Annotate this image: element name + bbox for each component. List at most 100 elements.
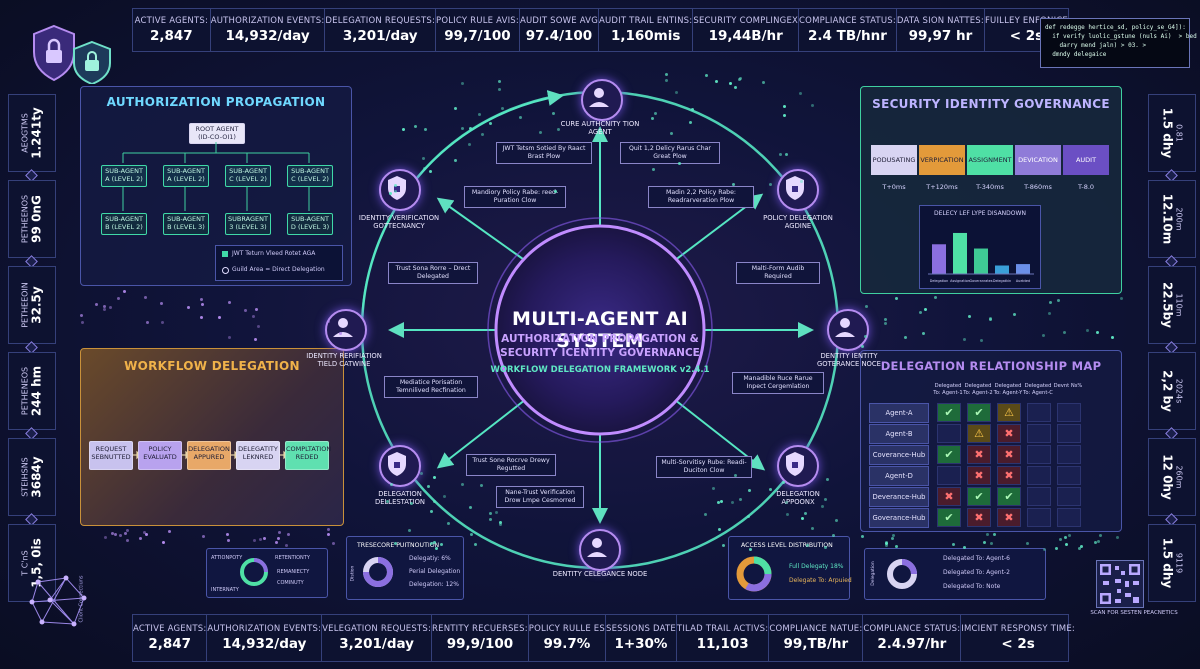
decorative-dot — [327, 528, 330, 531]
governance-stage[interactable]: ASSIGNMENT — [967, 145, 1013, 175]
map-cell[interactable] — [1027, 445, 1051, 464]
chart-title: DELECY LEF LYPE DISANDOWN — [934, 210, 1026, 217]
ring-node-label: IDENTITY VERIFICATION GOTTECNANCY — [358, 214, 440, 230]
decorative-dot — [729, 82, 732, 85]
map-cell[interactable] — [937, 424, 961, 443]
map-cell[interactable] — [1057, 403, 1081, 422]
ring-node[interactable] — [777, 169, 819, 211]
ring-node[interactable] — [325, 309, 367, 351]
map-cell[interactable]: ⚠ — [997, 403, 1021, 422]
map-cell[interactable]: ✖ — [967, 445, 991, 464]
sub-agent-node[interactable]: SUB-AGENT A (LEVEL 2) — [101, 165, 147, 187]
map-cell[interactable]: ✔ — [937, 403, 961, 422]
root-agent-node[interactable]: ROOT AGENT (ID-CO-OI1) — [189, 123, 245, 144]
map-cell[interactable]: ✖ — [937, 487, 961, 506]
map-cell[interactable]: ✔ — [997, 487, 1021, 506]
sub-agent-node[interactable]: SUB-AGENT A (LEVEL 2) — [163, 165, 209, 187]
map-cell[interactable]: ✖ — [997, 508, 1021, 527]
decorative-dot — [1078, 547, 1081, 550]
decorative-dot — [117, 297, 120, 300]
shield-icon — [786, 176, 804, 200]
decorative-dot — [769, 488, 772, 491]
decorative-dot — [201, 303, 204, 306]
ring-node[interactable] — [579, 529, 621, 571]
map-cell[interactable] — [1027, 403, 1051, 422]
map-cell[interactable] — [1027, 466, 1051, 485]
top_stats-value: 3,201/day — [342, 28, 418, 44]
bottom_stats-label: IMCIENT RESPONSY TIME: — [961, 624, 1075, 634]
sub-agent-node[interactable]: SUB-AGENT C (LEVEL 2) — [287, 165, 333, 187]
map-cell[interactable] — [1027, 424, 1051, 443]
map-cell[interactable] — [1057, 508, 1081, 527]
sub-agent-node[interactable]: SUB-AGENT B (LEVEL 3) — [163, 213, 209, 235]
governance-stage[interactable]: VERPICATION — [919, 145, 965, 175]
decorative-dot — [801, 517, 804, 520]
workflow-step[interactable]: DELEGATITY LEKNRED — [236, 441, 280, 470]
map-cell[interactable] — [1057, 424, 1081, 443]
decorative-dot — [478, 113, 481, 116]
map-cell[interactable] — [1057, 487, 1081, 506]
map-cell[interactable] — [1027, 487, 1051, 506]
map-cell[interactable]: ✖ — [997, 466, 1021, 485]
map-cell[interactable]: ✔ — [967, 403, 991, 422]
authorization-propagation-panel: AUTHORIZATION PROPAGATION ROOT AGENT (ID… — [80, 86, 352, 286]
top_stats-label: DATA SION NATTES: — [896, 16, 984, 26]
targets-side-label: Delegation — [870, 561, 876, 586]
ring-node-label: CURE AUTHCNITY TION AGENT — [560, 120, 640, 136]
workflow-step[interactable]: COMPLTATION REDED — [285, 441, 331, 470]
system-title: MULTI-AGENT AI SYSTEM — [512, 308, 688, 352]
security-identity-governance-panel: SECURITY IDENTITY GOVERNANCE DELECY LEF … — [860, 86, 1122, 294]
workflow-step[interactable]: DELEGATION APPURED — [187, 441, 231, 470]
map-cell[interactable] — [937, 466, 961, 485]
decorative-dot — [255, 308, 258, 311]
ring-node[interactable] — [379, 169, 421, 211]
sub-agent-node[interactable]: SUB-AGENT D (LEVEL 3) — [287, 213, 333, 235]
ring-node[interactable] — [379, 445, 421, 487]
map-cell[interactable] — [1057, 466, 1081, 485]
governance-stage[interactable]: PODUSATING — [871, 145, 917, 175]
map-cell[interactable]: ✖ — [967, 508, 991, 527]
map-cell[interactable] — [1027, 508, 1051, 527]
top_stats-label: AUDIT SOWE AVG — [519, 16, 598, 26]
ring-node[interactable] — [827, 309, 869, 351]
sub-agent-node[interactable]: SUB-AGENT B (LEVEL 2) — [101, 213, 147, 235]
map-cell[interactable]: ✔ — [937, 445, 961, 464]
code-line: dmndy delegaice — [1045, 51, 1107, 58]
decorative-dot — [832, 534, 835, 537]
ring-node-label: POLICY DELEGATION AGDINE — [763, 214, 833, 230]
governance-stage[interactable]: AUDIT — [1063, 145, 1109, 175]
decorative-dot — [748, 489, 751, 492]
map-cell[interactable]: ✔ — [967, 487, 991, 506]
decorative-dot — [81, 321, 84, 324]
decorative-dot — [665, 73, 668, 76]
workflow-step[interactable]: POLICY EVALUATD — [138, 441, 182, 470]
decorative-dot — [652, 168, 655, 171]
decorative-dot — [785, 153, 788, 156]
top_stats-value: 14,932/day — [225, 28, 310, 44]
governance-time: T+0ms — [882, 183, 906, 191]
decorative-dot — [480, 484, 483, 487]
map-cell[interactable]: ⚠ — [967, 424, 991, 443]
flow-callout: Trust Sona Rorre – Drect Delegated — [388, 262, 478, 284]
top_stats-value: 97.4/100 — [525, 28, 593, 44]
targets-item-2: Delegated To: Note — [943, 583, 1001, 590]
chart-category-label: Goveranrates — [969, 279, 992, 283]
ring-node[interactable] — [581, 79, 623, 121]
sub-agent-node[interactable]: SUB-AGENT C (LEVEL 2) — [225, 165, 271, 187]
governance-stage[interactable]: DEVICATION — [1015, 145, 1061, 175]
sub-agent-node[interactable]: SUBRAGENT 3 (LEVEL 3) — [225, 213, 271, 235]
decorative-dot — [259, 538, 262, 541]
map-cell[interactable]: ✖ — [997, 445, 1021, 464]
workflow-step[interactable]: REQUEST SEBNUTTED — [89, 441, 133, 470]
map-cell[interactable]: ✔ — [937, 508, 961, 527]
agent-icon — [587, 538, 607, 557]
map-cell[interactable]: ✖ — [967, 466, 991, 485]
qr-code[interactable] — [1096, 560, 1144, 608]
map-cell[interactable]: ✖ — [997, 424, 1021, 443]
map-cell[interactable] — [1057, 445, 1081, 464]
ring-node[interactable] — [777, 445, 819, 487]
decorative-dot — [468, 143, 471, 146]
